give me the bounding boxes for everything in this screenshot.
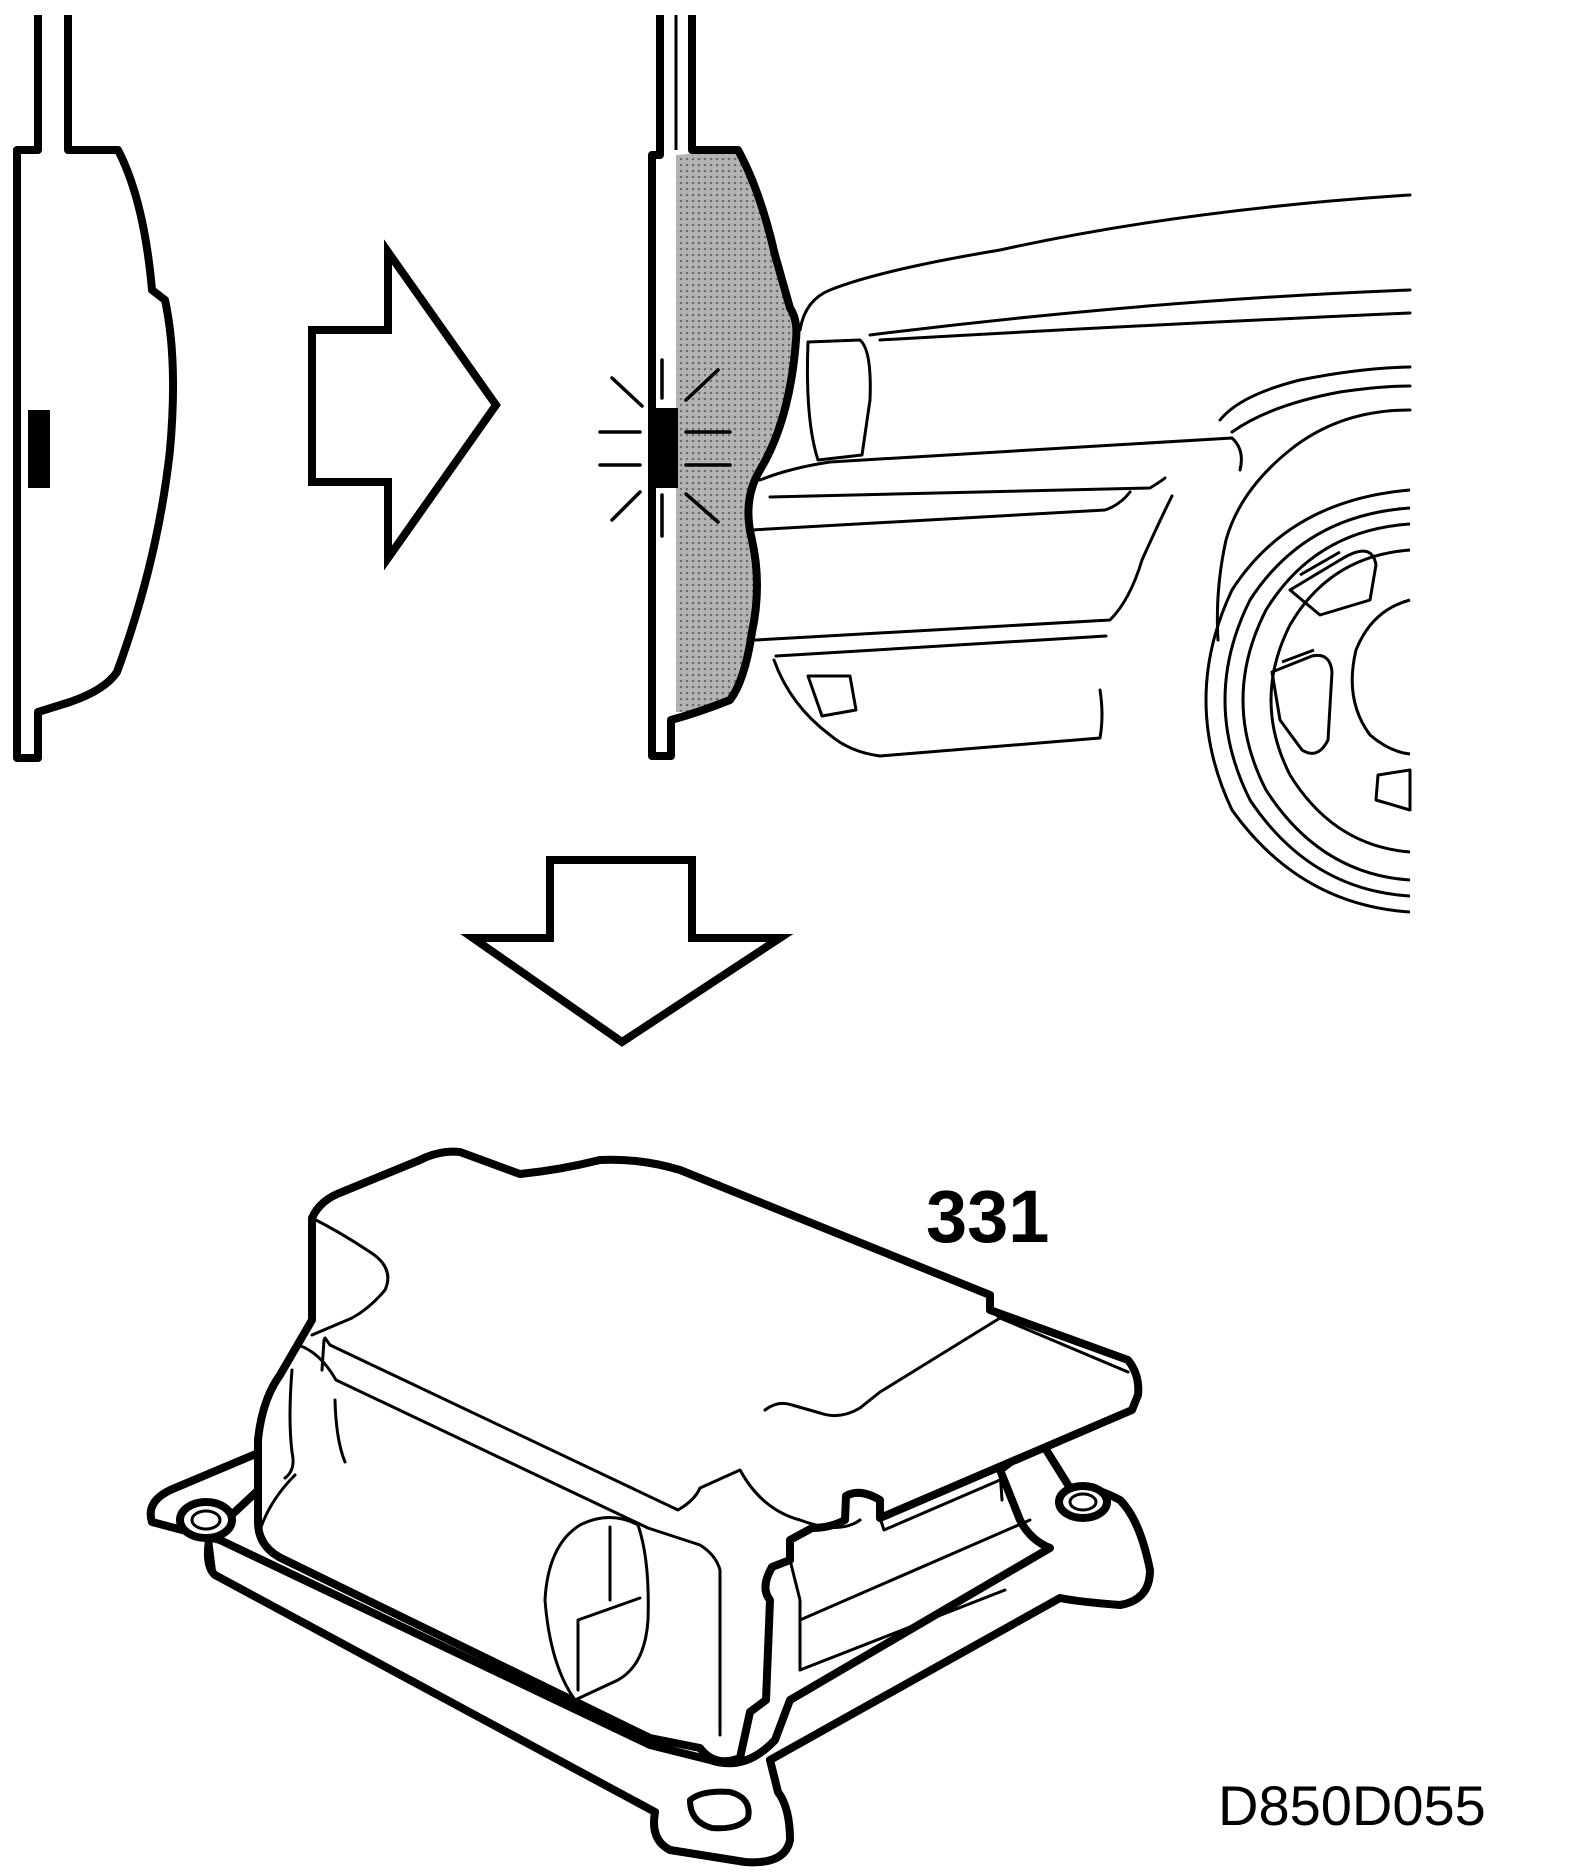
part-number-label: 331 (926, 1175, 1050, 1258)
down-arrow-icon (460, 856, 794, 1047)
drawing-code-label: D850D055 (1218, 1774, 1486, 1837)
impact-burst-icon (598, 358, 732, 538)
airbag-control-module-icon (146, 1147, 1154, 1867)
car-wheel-icon (1204, 488, 1412, 914)
bumper-section-at-rest (13, 15, 178, 762)
right-arrow-icon (308, 239, 501, 571)
bumper-section-compressed (648, 15, 801, 760)
car-front-icon (750, 193, 1412, 758)
